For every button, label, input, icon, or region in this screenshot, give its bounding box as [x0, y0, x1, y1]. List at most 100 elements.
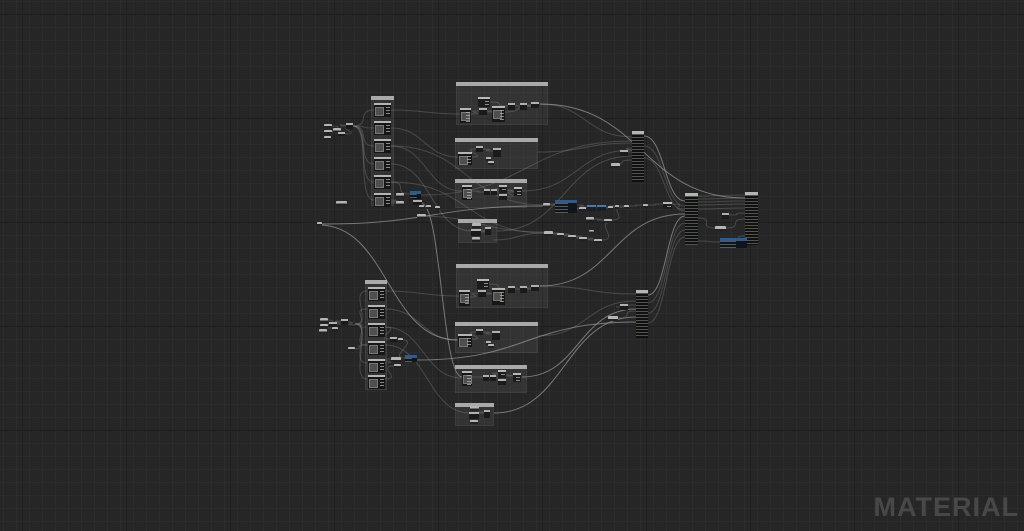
texture-sample-node[interactable]	[462, 185, 472, 200]
comment-header[interactable]	[371, 96, 394, 100]
constant-node[interactable]	[568, 235, 576, 239]
op-node[interactable]	[498, 379, 506, 385]
constant-node[interactable]	[715, 226, 726, 231]
comment-header[interactable]	[458, 219, 497, 223]
op-node[interactable]	[478, 290, 486, 297]
expression-node[interactable]	[499, 185, 507, 193]
constant-node[interactable]	[324, 124, 332, 128]
constant-node[interactable]	[396, 201, 404, 206]
comment-header[interactable]	[455, 138, 538, 142]
expression-node[interactable]	[513, 373, 521, 382]
comment-header[interactable]	[455, 322, 538, 326]
texture-sample-node[interactable]	[374, 103, 391, 117]
comment-header[interactable]	[455, 403, 494, 407]
texture-sample-node[interactable]	[492, 106, 505, 122]
texture-sample-node[interactable]	[374, 139, 391, 153]
texture-sample-node[interactable]	[459, 290, 470, 306]
constant-node[interactable]	[319, 329, 327, 334]
constant-node[interactable]	[332, 327, 338, 331]
texture-sample-node[interactable]	[368, 359, 385, 373]
constant-node[interactable]	[348, 347, 355, 351]
texture-sample-node[interactable]	[374, 157, 391, 171]
op-node[interactable]	[531, 102, 539, 108]
op-node[interactable]	[491, 189, 497, 195]
constant-node[interactable]	[472, 223, 481, 228]
constant-node[interactable]	[608, 316, 618, 321]
texture-sample-node[interactable]	[374, 121, 391, 135]
constant-node[interactable]	[333, 128, 341, 133]
function-call-node[interactable]	[720, 238, 747, 248]
texture-sample-node[interactable]	[374, 193, 391, 207]
expression-node[interactable]	[663, 202, 672, 209]
constant-node[interactable]	[419, 205, 424, 209]
constant-node[interactable]	[543, 203, 550, 208]
constant-node[interactable]	[624, 205, 629, 209]
constant-node[interactable]	[470, 406, 479, 411]
constant-node[interactable]	[486, 157, 491, 161]
texture-sample-node[interactable]	[462, 371, 472, 386]
constant-node[interactable]	[643, 204, 648, 208]
op-node[interactable]	[520, 286, 527, 293]
op-node[interactable]	[476, 146, 483, 152]
op-node[interactable]	[531, 285, 539, 291]
constant-node[interactable]	[435, 206, 440, 210]
constant-node[interactable]	[579, 207, 586, 211]
comment-header[interactable]	[365, 280, 387, 284]
constant-node[interactable]	[586, 217, 594, 222]
op-node[interactable]	[346, 123, 353, 129]
constant-node[interactable]	[426, 205, 431, 209]
texture-sample-node[interactable]	[492, 288, 505, 305]
constant-node[interactable]	[557, 233, 564, 237]
constant-node[interactable]	[579, 237, 587, 241]
constant-node[interactable]	[488, 344, 494, 348]
constant-node[interactable]	[336, 201, 347, 206]
constant-node[interactable]	[486, 341, 491, 345]
constant-node[interactable]	[324, 136, 331, 140]
selected-op-node[interactable]	[597, 205, 606, 211]
constant-node[interactable]	[317, 222, 322, 226]
op-node[interactable]	[499, 194, 507, 200]
function-call-node[interactable]	[405, 355, 417, 362]
expression-node[interactable]	[478, 97, 490, 107]
constant-node[interactable]	[544, 231, 553, 236]
constant-node[interactable]	[615, 205, 619, 209]
function-call-node[interactable]	[410, 191, 421, 199]
constant-node[interactable]	[470, 420, 478, 424]
op-node[interactable]	[492, 331, 500, 340]
op-node[interactable]	[469, 412, 479, 419]
multi-pin-node[interactable]	[636, 290, 648, 338]
multi-pin-node[interactable]	[685, 193, 698, 245]
op-node[interactable]	[508, 103, 515, 110]
texture-sample-node[interactable]	[458, 334, 472, 347]
op-node[interactable]	[483, 375, 489, 381]
op-node[interactable]	[722, 213, 729, 219]
comment-header[interactable]	[455, 179, 527, 183]
op-node[interactable]	[493, 148, 501, 157]
op-node[interactable]	[620, 150, 628, 156]
constant-node[interactable]	[608, 206, 613, 210]
op-node[interactable]	[484, 189, 490, 195]
op-node[interactable]	[476, 329, 483, 335]
op-node[interactable]	[485, 227, 491, 235]
expression-node[interactable]	[477, 279, 489, 289]
constant-node[interactable]	[604, 219, 612, 223]
texture-sample-node[interactable]	[368, 375, 385, 389]
op-node[interactable]	[620, 304, 628, 310]
constant-node[interactable]	[320, 324, 328, 328]
constant-node[interactable]	[488, 161, 494, 165]
constant-node[interactable]	[589, 230, 594, 233]
op-node[interactable]	[390, 337, 397, 342]
constant-node[interactable]	[611, 163, 620, 168]
expression-node[interactable]	[498, 370, 506, 378]
constant-node[interactable]	[396, 193, 404, 198]
constant-node[interactable]	[320, 318, 328, 323]
comment-header[interactable]	[455, 365, 527, 369]
op-node[interactable]	[329, 322, 337, 327]
texture-sample-node[interactable]	[368, 305, 385, 319]
expression-node[interactable]	[514, 187, 522, 196]
op-node[interactable]	[520, 103, 527, 110]
op-node[interactable]	[508, 286, 515, 293]
texture-sample-node[interactable]	[374, 175, 391, 189]
op-node[interactable]	[479, 108, 487, 115]
